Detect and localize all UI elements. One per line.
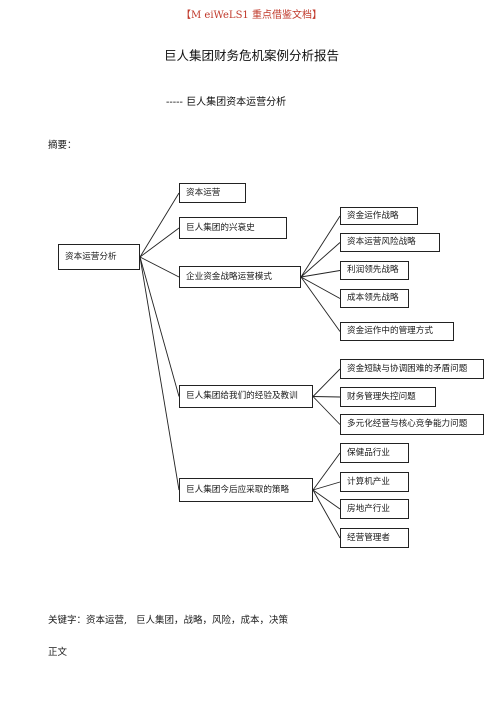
document-subtitle: ----- 巨人集团资本运营分析: [166, 97, 287, 108]
mindmap-leaf-financial-control-failure: 财务管理失控问题: [340, 387, 436, 407]
mindmap-leaf-management: 经营管理者: [340, 528, 409, 548]
mindmap-leaf-health-products: 保健品行业: [340, 443, 409, 463]
mindmap-branch-capital-operation: 资本运营: [179, 183, 246, 203]
connector-root-to-branch-0: [139, 192, 180, 258]
connector-b4-to-leaf-1: [312, 481, 341, 491]
connector-b2-to-leaf-0: [300, 215, 341, 278]
body-heading: 正文: [48, 647, 68, 658]
connector-root-to-branch-1: [139, 227, 180, 258]
mindmap-leaf-fund-management-methods: 资金运作中的管理方式: [340, 322, 454, 341]
mindmap-leaf-fund-shortage-conflict: 资金短缺与协调困难的矛盾问题: [340, 359, 484, 379]
connector-b4-to-leaf-0: [312, 452, 341, 491]
connector-b3-to-leaf-1: [312, 396, 341, 398]
connector-root-to-branch-3: [139, 256, 180, 397]
connector-root-to-branch-4: [139, 256, 180, 491]
connector-b2-to-leaf-3: [300, 276, 341, 299]
connector-b2-to-leaf-1: [300, 242, 341, 278]
document-title: 巨人集团财务危机案例分析报告: [163, 48, 339, 63]
mindmap-branch-future-strategies: 巨人集团今后应采取的策略: [179, 478, 313, 502]
mindmap-branch-experience-and-lessons: 巨人集团给我们的经验及教训: [179, 385, 313, 408]
mindmap-leaf-capital-risk-strategy: 资本运营风险战略: [340, 233, 440, 252]
mindmap-leaf-real-estate: 房地产行业: [340, 499, 409, 519]
mindmap-branch-fund-strategy-model: 企业资金战略运营模式: [179, 266, 301, 288]
keywords-line: 关键字：资本运营, 巨人集团，战略，风险，成本，决策: [48, 612, 288, 626]
connector-b2-to-leaf-2: [300, 270, 341, 278]
connector-b4-to-leaf-3: [312, 489, 341, 539]
mindmap-leaf-computer-industry: 计算机产业: [340, 472, 409, 492]
mindmap-leaf-profit-leadership: 利润领先战略: [340, 261, 409, 280]
document-watermark: 【M eiWeLS1 重点借鉴文档】: [181, 10, 322, 21]
mindmap-leaf-fund-operation-strategy: 资金运作战略: [340, 207, 418, 225]
keywords-label: 关键字：资本运营,: [48, 615, 128, 626]
mindmap-branch-rise-and-fall-history: 巨人集团的兴衰史: [179, 217, 287, 239]
connector-b3-to-leaf-0: [312, 368, 341, 397]
connector-b3-to-leaf-2: [312, 396, 341, 425]
mindmap-leaf-cost-leadership: 成本领先战略: [340, 289, 409, 308]
connector-b4-to-leaf-2: [312, 489, 341, 510]
connector-b2-to-leaf-4: [300, 276, 341, 332]
abstract-label: 摘要：: [48, 140, 77, 151]
keywords-terms: 巨人集团，战略，风险，成本，决策: [136, 615, 289, 626]
mindmap-root-node: 资本运营分析: [58, 244, 140, 270]
connector-root-to-branch-2: [139, 256, 180, 278]
mindmap-leaf-diversification-core-competence: 多元化经营与核心竞争能力问题: [340, 414, 484, 435]
